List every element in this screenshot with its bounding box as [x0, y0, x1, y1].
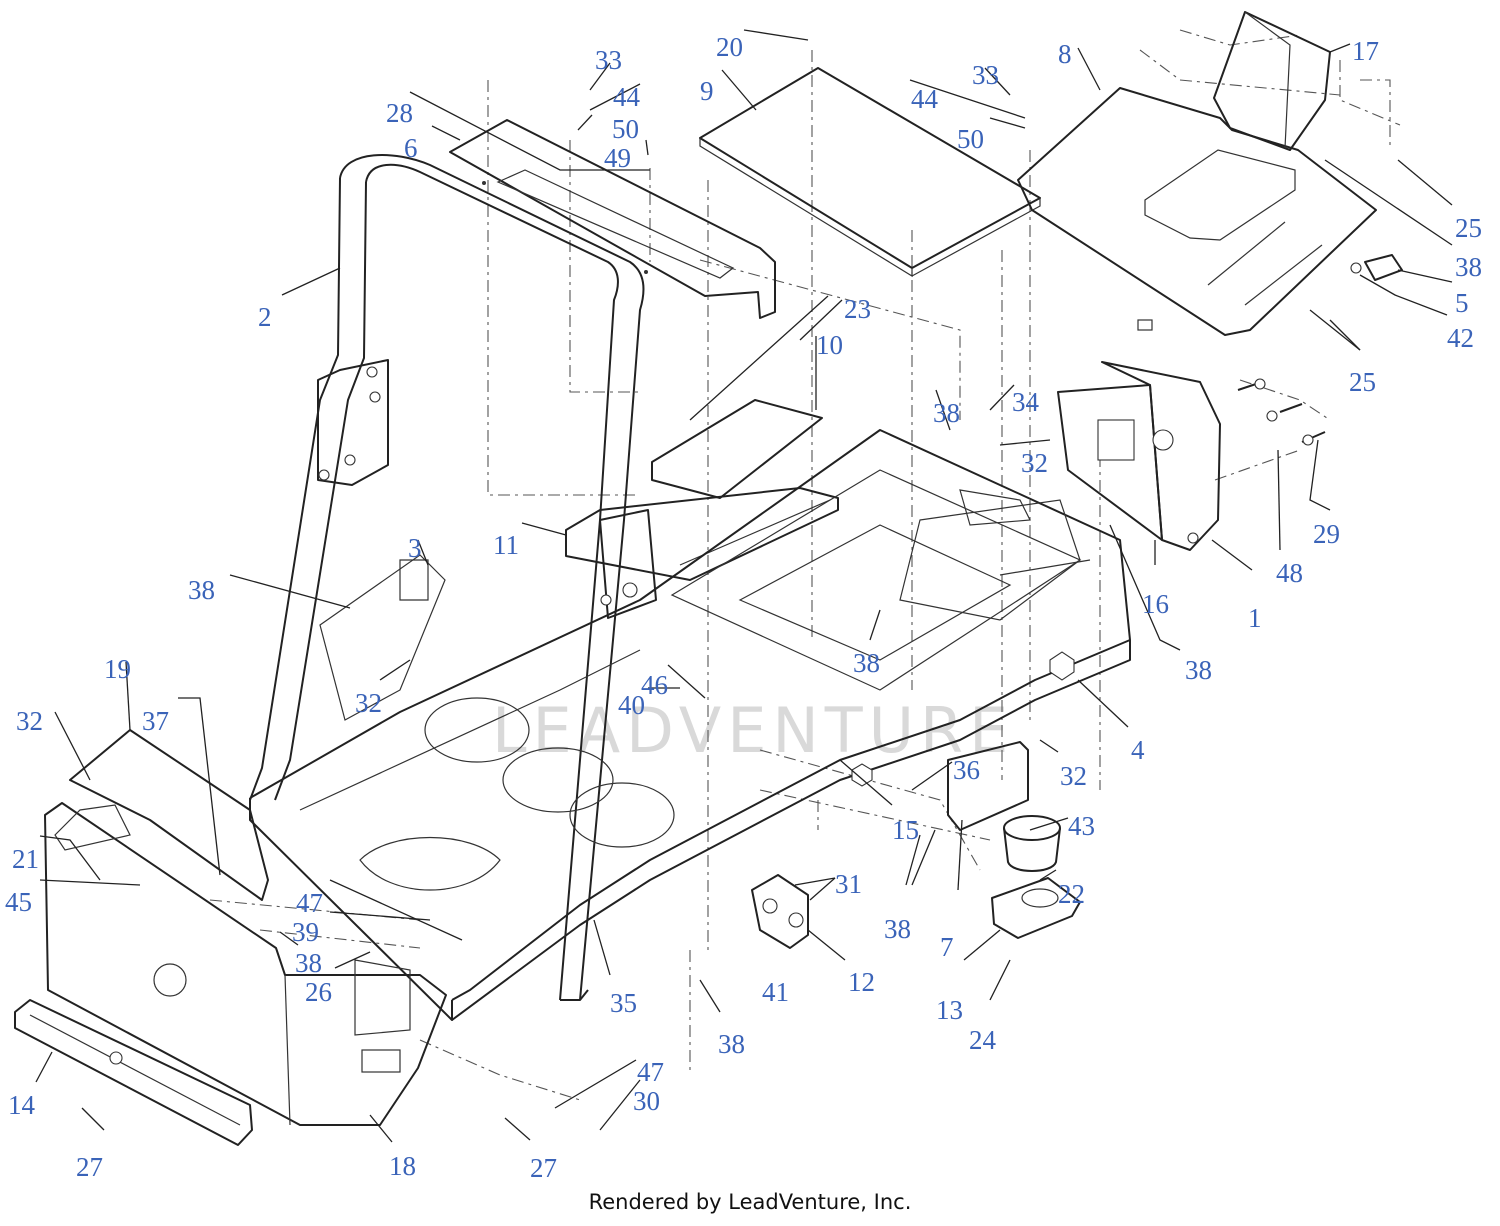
callout-29: 29	[1313, 519, 1340, 549]
callout-47: 47	[296, 888, 323, 918]
part-12-bracket	[751, 874, 809, 949]
part-14-bumper	[14, 999, 253, 1146]
callout-50: 50	[957, 124, 984, 154]
part-18-front-body	[44, 802, 447, 1126]
callout-43: 43	[1068, 811, 1095, 841]
callout-39: 39	[292, 917, 319, 947]
callout-38: 38	[1455, 252, 1482, 282]
callout-32: 32	[355, 688, 382, 718]
part-11-bar	[565, 487, 839, 581]
callout-4: 4	[1131, 735, 1145, 765]
callout-38: 38	[188, 575, 215, 605]
callout-17: 17	[1352, 36, 1379, 66]
callout-35: 35	[610, 988, 637, 1018]
callout-38: 38	[1185, 655, 1212, 685]
footer-text: Rendered by LeadVenture, Inc.	[588, 1190, 912, 1214]
callout-22: 22	[1058, 879, 1085, 909]
part-9-plate	[699, 67, 1041, 278]
callout-2: 2	[258, 302, 272, 332]
callout-15: 15	[892, 815, 919, 845]
callout-6: 6	[404, 133, 418, 163]
callout-47: 47	[637, 1057, 664, 1087]
callout-20: 20	[716, 32, 743, 62]
callout-38: 38	[718, 1029, 745, 1059]
callout-18: 18	[389, 1151, 416, 1181]
callout-44: 44	[911, 84, 939, 114]
callout-26: 26	[305, 977, 332, 1007]
callout-16: 16	[1142, 589, 1169, 619]
part-1-bracket	[1101, 361, 1221, 551]
callout-1: 1	[1248, 603, 1262, 633]
callout-38: 38	[853, 648, 880, 678]
callout-23: 23	[844, 294, 871, 324]
callout-38: 38	[933, 398, 960, 428]
callout-50: 50	[612, 114, 639, 144]
callout-32: 32	[1021, 448, 1048, 478]
callout-8: 8	[1058, 39, 1072, 69]
bolts-29-48	[1237, 378, 1326, 446]
callout-24: 24	[969, 1025, 997, 1055]
callout-41: 41	[762, 977, 789, 1007]
leader-lines	[35, 29, 1453, 1143]
callout-12: 12	[848, 967, 875, 997]
callout-33: 33	[595, 45, 622, 75]
callout-33: 33	[972, 60, 999, 90]
callout-38: 38	[295, 948, 322, 978]
part-16-plate	[1057, 384, 1163, 541]
callout-45: 45	[5, 887, 32, 917]
callout-11: 11	[493, 530, 519, 560]
callout-10: 10	[816, 330, 843, 360]
part-7-cover	[947, 741, 1029, 831]
callout-44: 44	[613, 82, 641, 112]
callout-30: 30	[633, 1086, 660, 1116]
callout-40: 40	[618, 690, 645, 720]
callout-labels: 1234567891011121314151617181920212223242…	[5, 32, 1482, 1183]
callout-46: 46	[641, 670, 668, 700]
callout-28: 28	[386, 98, 413, 128]
callout-7: 7	[940, 932, 954, 962]
part-13-holder	[991, 877, 1081, 939]
part-5-bracket	[1350, 254, 1403, 281]
callout-49: 49	[604, 143, 631, 173]
callout-32: 32	[16, 706, 43, 736]
callout-19: 19	[104, 654, 131, 684]
callout-42: 42	[1447, 323, 1474, 353]
callout-9: 9	[700, 76, 714, 106]
callout-14: 14	[8, 1090, 36, 1120]
part-10-plate	[651, 399, 823, 499]
part-17-cover	[1213, 11, 1331, 151]
callout-21: 21	[12, 844, 39, 874]
callout-13: 13	[936, 995, 963, 1025]
callout-27: 27	[530, 1153, 557, 1183]
part-2-roll-bar	[249, 154, 657, 1001]
callout-36: 36	[953, 755, 980, 785]
part-6-plate	[449, 119, 776, 319]
callout-27: 27	[76, 1152, 103, 1182]
callout-48: 48	[1276, 558, 1303, 588]
watermark-text: LEADVENTURE	[492, 694, 1014, 767]
callout-3: 3	[408, 533, 422, 563]
callout-38: 38	[884, 914, 911, 944]
callout-25: 25	[1349, 367, 1376, 397]
callout-32: 32	[1060, 761, 1087, 791]
part-8-plate	[1017, 87, 1377, 336]
callout-34: 34	[1012, 387, 1040, 417]
part-43-cup	[1003, 815, 1061, 872]
callout-31: 31	[835, 869, 862, 899]
callout-37: 37	[142, 706, 169, 736]
callout-25: 25	[1455, 213, 1482, 243]
callout-5: 5	[1455, 288, 1469, 318]
